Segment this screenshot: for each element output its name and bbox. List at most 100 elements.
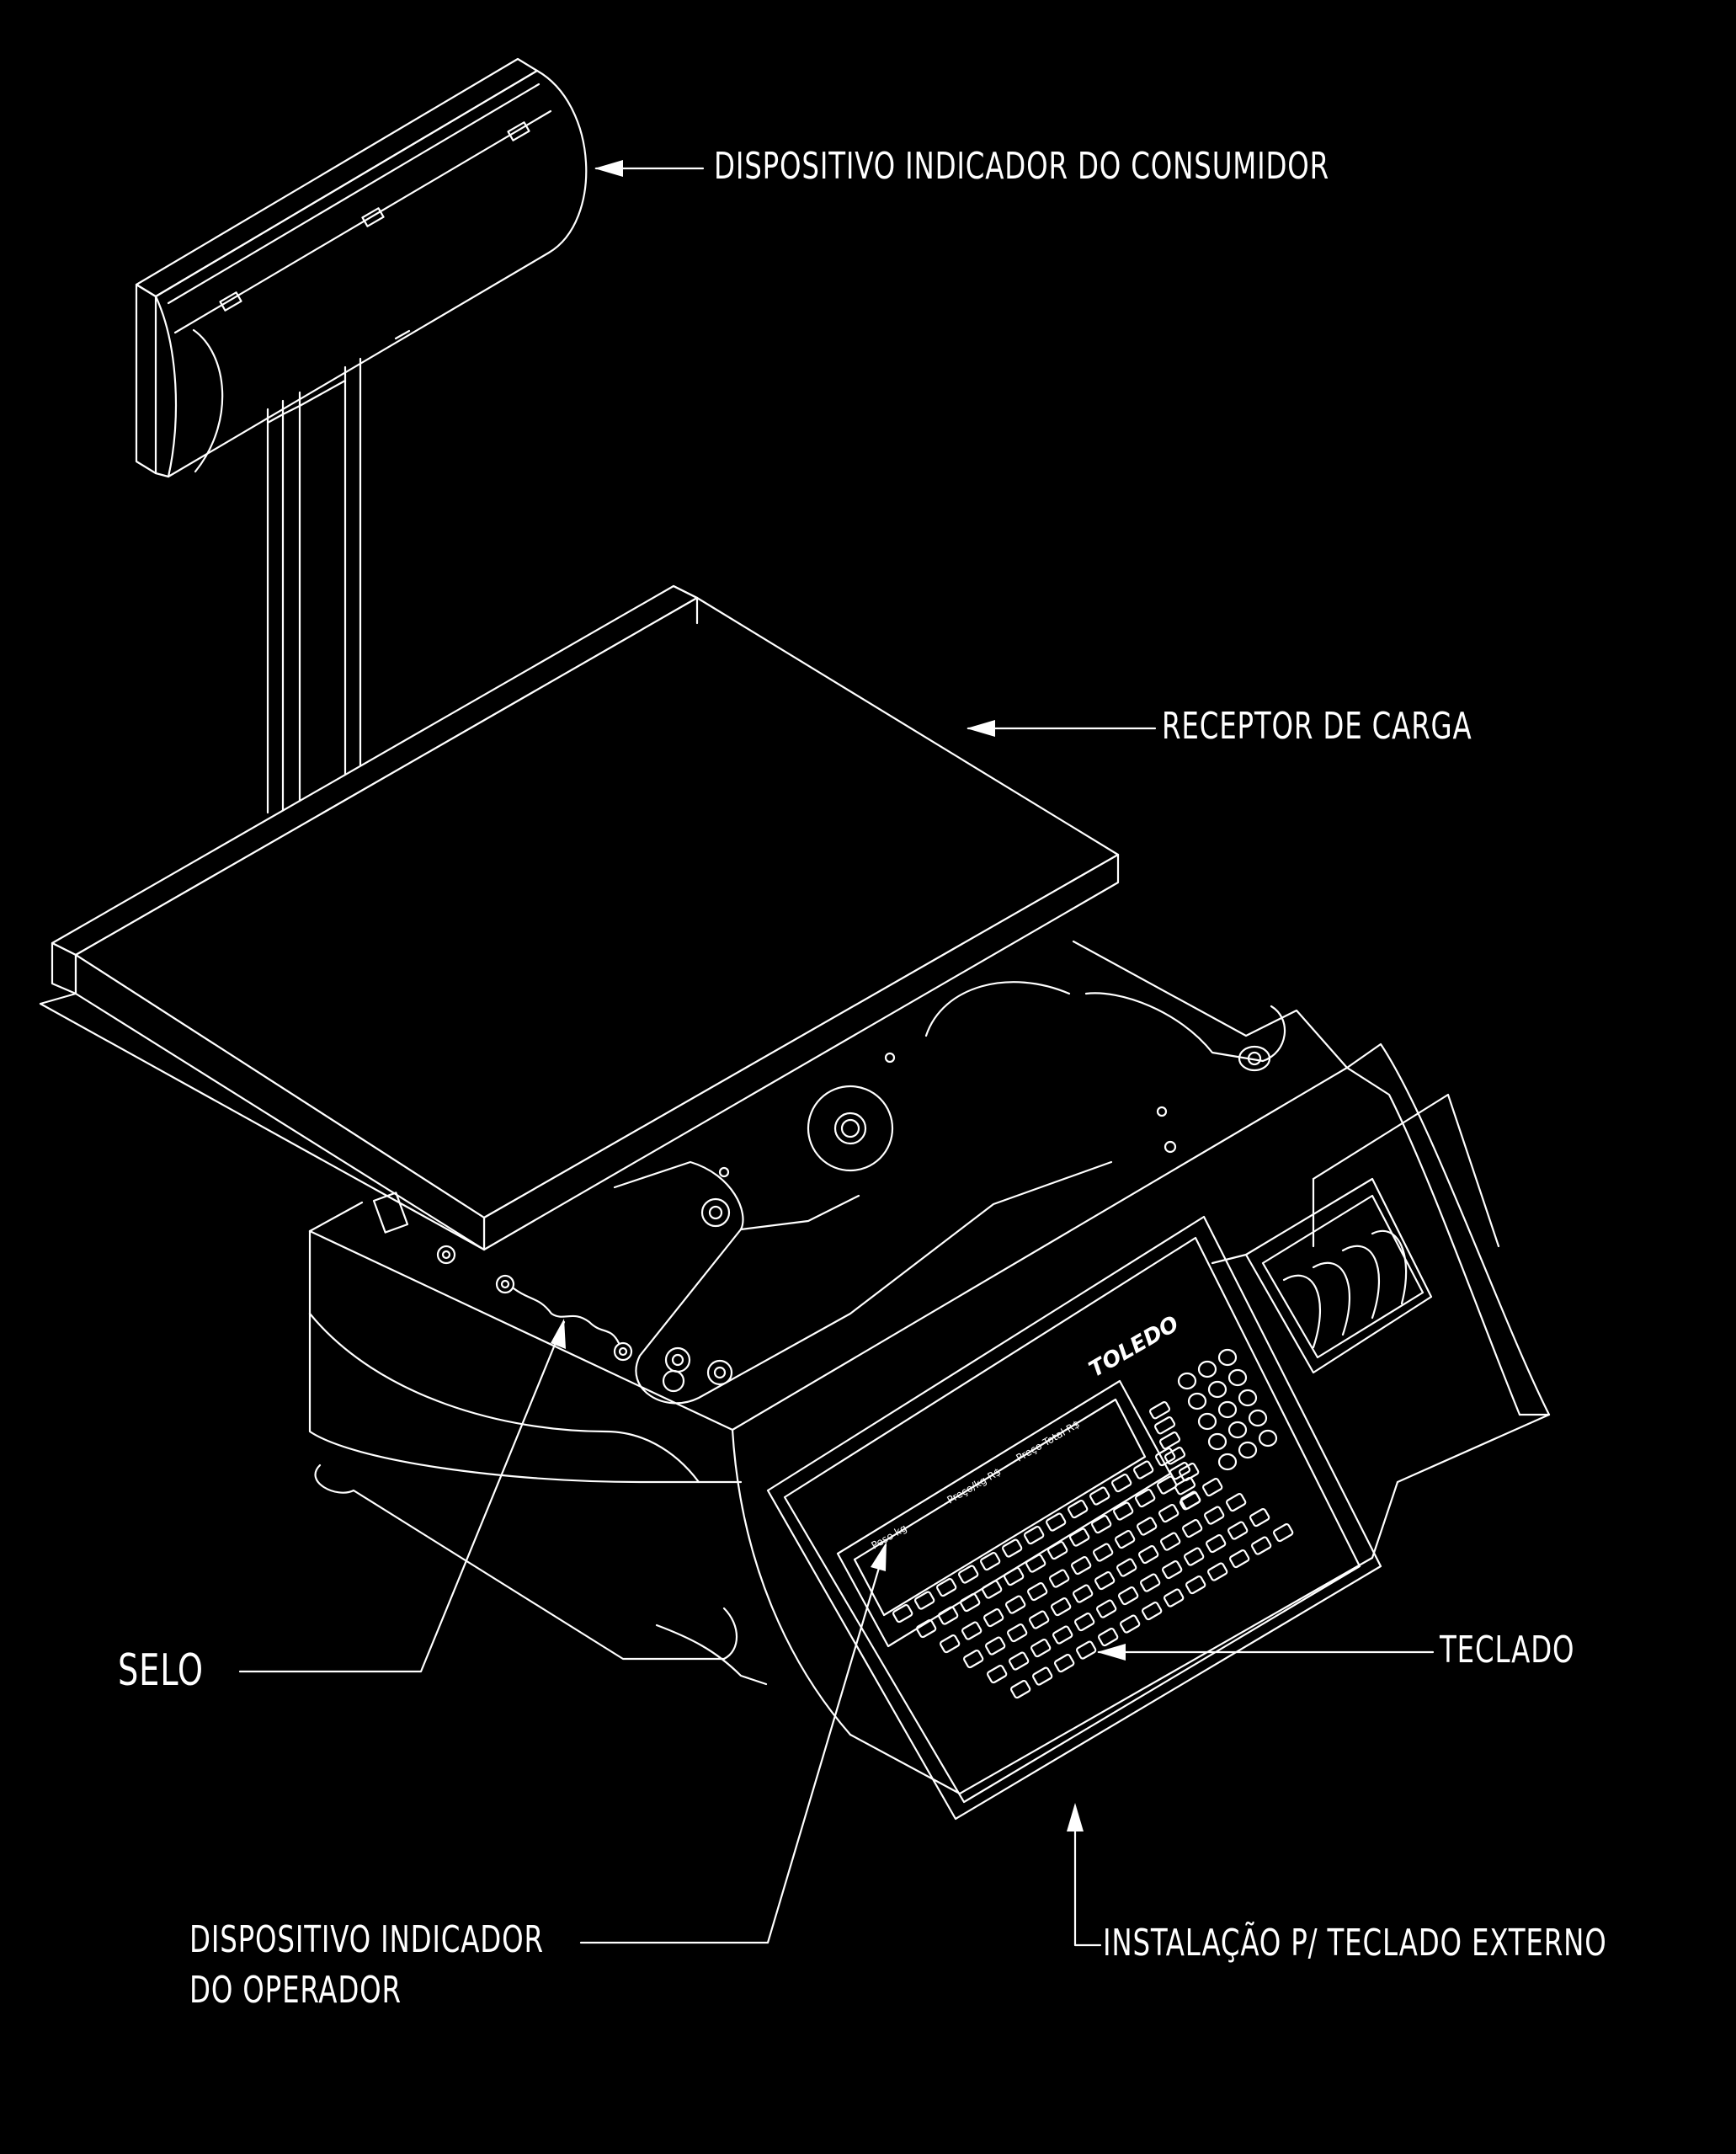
keyboard-key-cap xyxy=(1003,1566,1025,1586)
keyboard-key xyxy=(1117,1586,1139,1606)
leader-operator-display xyxy=(579,1542,887,1944)
keyboard-key-cap xyxy=(939,1634,961,1654)
numeric-key xyxy=(1197,1360,1217,1378)
keyboard-key xyxy=(1228,1549,1250,1569)
function-key xyxy=(1169,1461,1191,1480)
keyboard-key xyxy=(1141,1601,1163,1621)
keyboard-key-cap xyxy=(1110,1473,1132,1493)
keyboard-key xyxy=(1025,1554,1046,1573)
keyboard-key-cap xyxy=(1203,1506,1225,1525)
keyboard-key-cap xyxy=(1089,1486,1110,1506)
function-key xyxy=(1174,1476,1196,1496)
keyboard-key-cap xyxy=(979,1551,1001,1571)
printer-slot xyxy=(1211,1177,1433,1374)
keyboard-key-cap xyxy=(1095,1599,1117,1618)
numeric-key xyxy=(1197,1412,1217,1431)
keyboard-key xyxy=(959,1592,981,1613)
keyboard-key-cap xyxy=(1006,1623,1028,1643)
keyboard-key xyxy=(1068,1528,1090,1547)
keyboard-key xyxy=(1156,1475,1178,1495)
keyboard-key xyxy=(1136,1517,1158,1536)
label-operator-display-line1: DISPOSITIVO INDICADOR xyxy=(189,1918,544,1961)
keyboard-key-cap xyxy=(1137,1544,1159,1565)
leader-keyboard xyxy=(1097,1644,1435,1661)
keyboard-key-cap xyxy=(957,1565,979,1584)
keyboard-key-cap xyxy=(962,1649,984,1669)
keyboard-key xyxy=(1227,1521,1249,1540)
keyboard-key xyxy=(1072,1584,1094,1603)
keyboard-key-cap xyxy=(1132,1460,1154,1480)
keyboard-key-cap xyxy=(1030,1638,1052,1658)
keyboard-key xyxy=(1158,1503,1180,1523)
keyboard-key xyxy=(1110,1473,1132,1493)
keyboard-key-cap xyxy=(1097,1627,1119,1647)
keyboard-key-cap xyxy=(1031,1666,1053,1686)
function-key-cap xyxy=(1158,1431,1181,1450)
keyboard-key-cap xyxy=(1053,1653,1075,1673)
base-plate xyxy=(372,940,1349,1405)
keyboard-key-cap xyxy=(1026,1581,1048,1602)
keyboard-key xyxy=(1249,1507,1270,1528)
keyboard-key-cap xyxy=(984,1636,1006,1655)
keyboard-key-cap xyxy=(1201,1477,1223,1497)
keyboard-key-cap xyxy=(1249,1507,1270,1528)
load-receptor xyxy=(39,584,1120,1251)
keyboard-key xyxy=(1205,1533,1227,1554)
function-key-cap xyxy=(1174,1476,1196,1496)
keyboard-key xyxy=(1137,1544,1159,1565)
display-caption-weight: Peso kg xyxy=(870,1522,909,1551)
numeric-key xyxy=(1227,1421,1248,1439)
keyboard-key-cap xyxy=(1001,1538,1023,1558)
numeric-key xyxy=(1217,1348,1238,1367)
keyboard-key xyxy=(1048,1569,1070,1588)
keyboard-key-cap xyxy=(1139,1573,1161,1592)
keyboard-key-cap xyxy=(1009,1679,1031,1699)
keyboard-key-cap xyxy=(1046,1540,1068,1560)
keyboard-key xyxy=(1183,1547,1205,1566)
keyboard-key-cap xyxy=(1052,1625,1073,1645)
keyboard-key-cap xyxy=(1075,1640,1097,1660)
keyboard-key xyxy=(1009,1679,1031,1699)
keyboard-key xyxy=(979,1551,1001,1571)
numeric-key xyxy=(1177,1372,1197,1390)
keyboard-key xyxy=(981,1580,1003,1599)
keyboard-keys xyxy=(892,1348,1294,1699)
function-key xyxy=(1164,1446,1186,1465)
keyboard-key xyxy=(1095,1599,1117,1618)
leader-consumer-display xyxy=(594,160,705,177)
keyboard-key-cap xyxy=(1048,1569,1070,1588)
keyboard-key-cap xyxy=(1181,1518,1203,1538)
keyboard-key xyxy=(1070,1555,1092,1576)
numeric-key xyxy=(1258,1429,1278,1448)
keyboard-key-cap xyxy=(1161,1560,1183,1580)
keyboard-key xyxy=(1225,1492,1247,1512)
brand-logo: TOLEDO xyxy=(1085,1311,1184,1383)
numeric-key xyxy=(1238,1441,1258,1459)
keyboard-key-cap xyxy=(1068,1528,1090,1547)
keyboard-key xyxy=(935,1577,957,1597)
function-key xyxy=(1148,1400,1171,1420)
numeric-key xyxy=(1227,1368,1248,1387)
keyboard-key xyxy=(1163,1588,1185,1608)
keyboard-key-cap xyxy=(1158,1503,1180,1523)
function-key-cap xyxy=(1148,1400,1171,1420)
numeric-key xyxy=(1217,1400,1238,1419)
keyboard-key xyxy=(1045,1512,1067,1532)
keyboard-key-cap xyxy=(1163,1588,1185,1608)
keyboard-key xyxy=(1201,1477,1223,1497)
keyboard-key xyxy=(982,1608,1004,1628)
keyboard-key xyxy=(1094,1570,1116,1591)
keyboard-key-cap xyxy=(1117,1586,1139,1606)
keyboard-key-cap xyxy=(981,1580,1003,1599)
keyboard-key-cap xyxy=(1141,1601,1163,1621)
keyboard-key xyxy=(1003,1566,1025,1586)
keyboard-key xyxy=(961,1621,982,1640)
leader-load-receptor xyxy=(967,720,1157,737)
keyboard-key-cap xyxy=(913,1591,935,1610)
keyboard-key-cap xyxy=(1067,1499,1089,1519)
keyboard-key xyxy=(1026,1581,1048,1602)
keyboard-key-cap xyxy=(1205,1533,1227,1554)
label-consumer-display: DISPOSITIVO INDICADOR DO CONSUMIDOR xyxy=(714,145,1330,188)
